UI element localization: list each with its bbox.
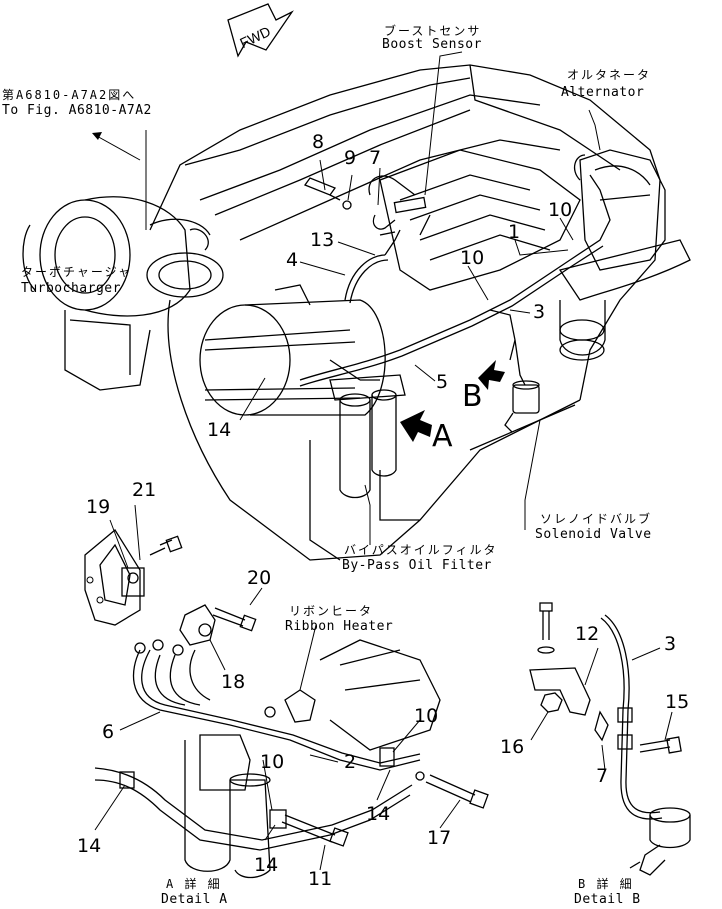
part-number-7: 7 (369, 147, 382, 169)
part-number-18: 18 (221, 671, 246, 693)
part-number-6: 6 (102, 721, 115, 743)
part-number-20: 20 (247, 567, 272, 589)
part-number-21: 21 (132, 479, 157, 501)
part-number-14: 14 (254, 854, 279, 876)
part-number-14: 14 (77, 835, 102, 857)
wiring-harness-main (299, 174, 611, 387)
part-number-12: 12 (575, 623, 600, 645)
turbocharger-label-jp: ターボチャージャ (21, 265, 133, 279)
part-number-14: 14 (366, 803, 391, 825)
part-number-9: 9 (344, 147, 357, 169)
part-number-14: 14 (207, 419, 232, 441)
part-number-15: 15 (665, 691, 690, 713)
boost-sensor-label-jp: ブーストセンサ (384, 24, 482, 38)
alternator-label-jp: オルタネータ (567, 68, 652, 82)
figure-ref-label-jp: 第A6810-A7A2図へ (2, 88, 137, 102)
detail-a-label-jp: A 詳 細 (166, 877, 222, 891)
ribbon-heater-label-en: Ribbon Heater (285, 619, 394, 634)
part-number-16: 16 (500, 736, 525, 758)
turbocharger-label-en: Turbocharger (21, 281, 121, 296)
ribbon-heater-label-jp: リボンヒータ (289, 604, 374, 618)
part-number-13: 13 (310, 229, 335, 251)
bypass-oil-filter (329, 374, 406, 499)
engine-block (149, 64, 691, 561)
part-number-10: 10 (260, 751, 285, 773)
part-number-10: 10 (414, 705, 439, 727)
part-number-17: 17 (427, 827, 452, 849)
view-a-letter: A (432, 419, 453, 454)
part-number-3: 3 (664, 633, 677, 655)
bypass-filter-label-en: By-Pass Oil Filter (342, 558, 492, 573)
fwd-arrow: FWD (227, 3, 294, 58)
part-number-1: 1 (508, 221, 521, 243)
bypass-filter-label-jp: バイパスオイルフィルタ (344, 543, 498, 557)
part-number-2: 2 (344, 751, 357, 773)
solenoid-valve-label-jp: ソレノイドバルブ (540, 512, 653, 526)
boost-sensor-label-en: Boost Sensor (382, 37, 482, 52)
leader-lines (92, 51, 601, 545)
figure-ref-label-en: To Fig. A6810-A7A2 (2, 103, 152, 118)
part-number-5: 5 (436, 371, 449, 393)
solenoid-valve (504, 380, 540, 433)
alternator-label-en: Alternator (561, 85, 645, 100)
part-number-7: 7 (596, 765, 609, 787)
detail-b-label-en: Detail B (574, 892, 641, 907)
turbocharger (22, 196, 224, 391)
view-arrows (400, 360, 505, 442)
part-number-10: 10 (548, 199, 573, 221)
detail-b-label-jp: B 詳 細 (578, 877, 634, 891)
part-number-11: 11 (308, 868, 333, 890)
detail-a-label-en: Detail A (161, 892, 228, 907)
part-number-4: 4 (286, 249, 299, 271)
part-number-19: 19 (86, 496, 111, 518)
detail-a-drawing (84, 504, 489, 879)
solenoid-valve-label-en: Solenoid Valve (535, 527, 652, 542)
view-b-letter: B (462, 379, 483, 414)
part-number-10: 10 (460, 247, 485, 269)
boost-sensor-parts (303, 175, 427, 236)
part-number-3: 3 (533, 301, 546, 323)
part-number-8: 8 (312, 131, 325, 153)
detail-b-drawing (529, 602, 691, 876)
